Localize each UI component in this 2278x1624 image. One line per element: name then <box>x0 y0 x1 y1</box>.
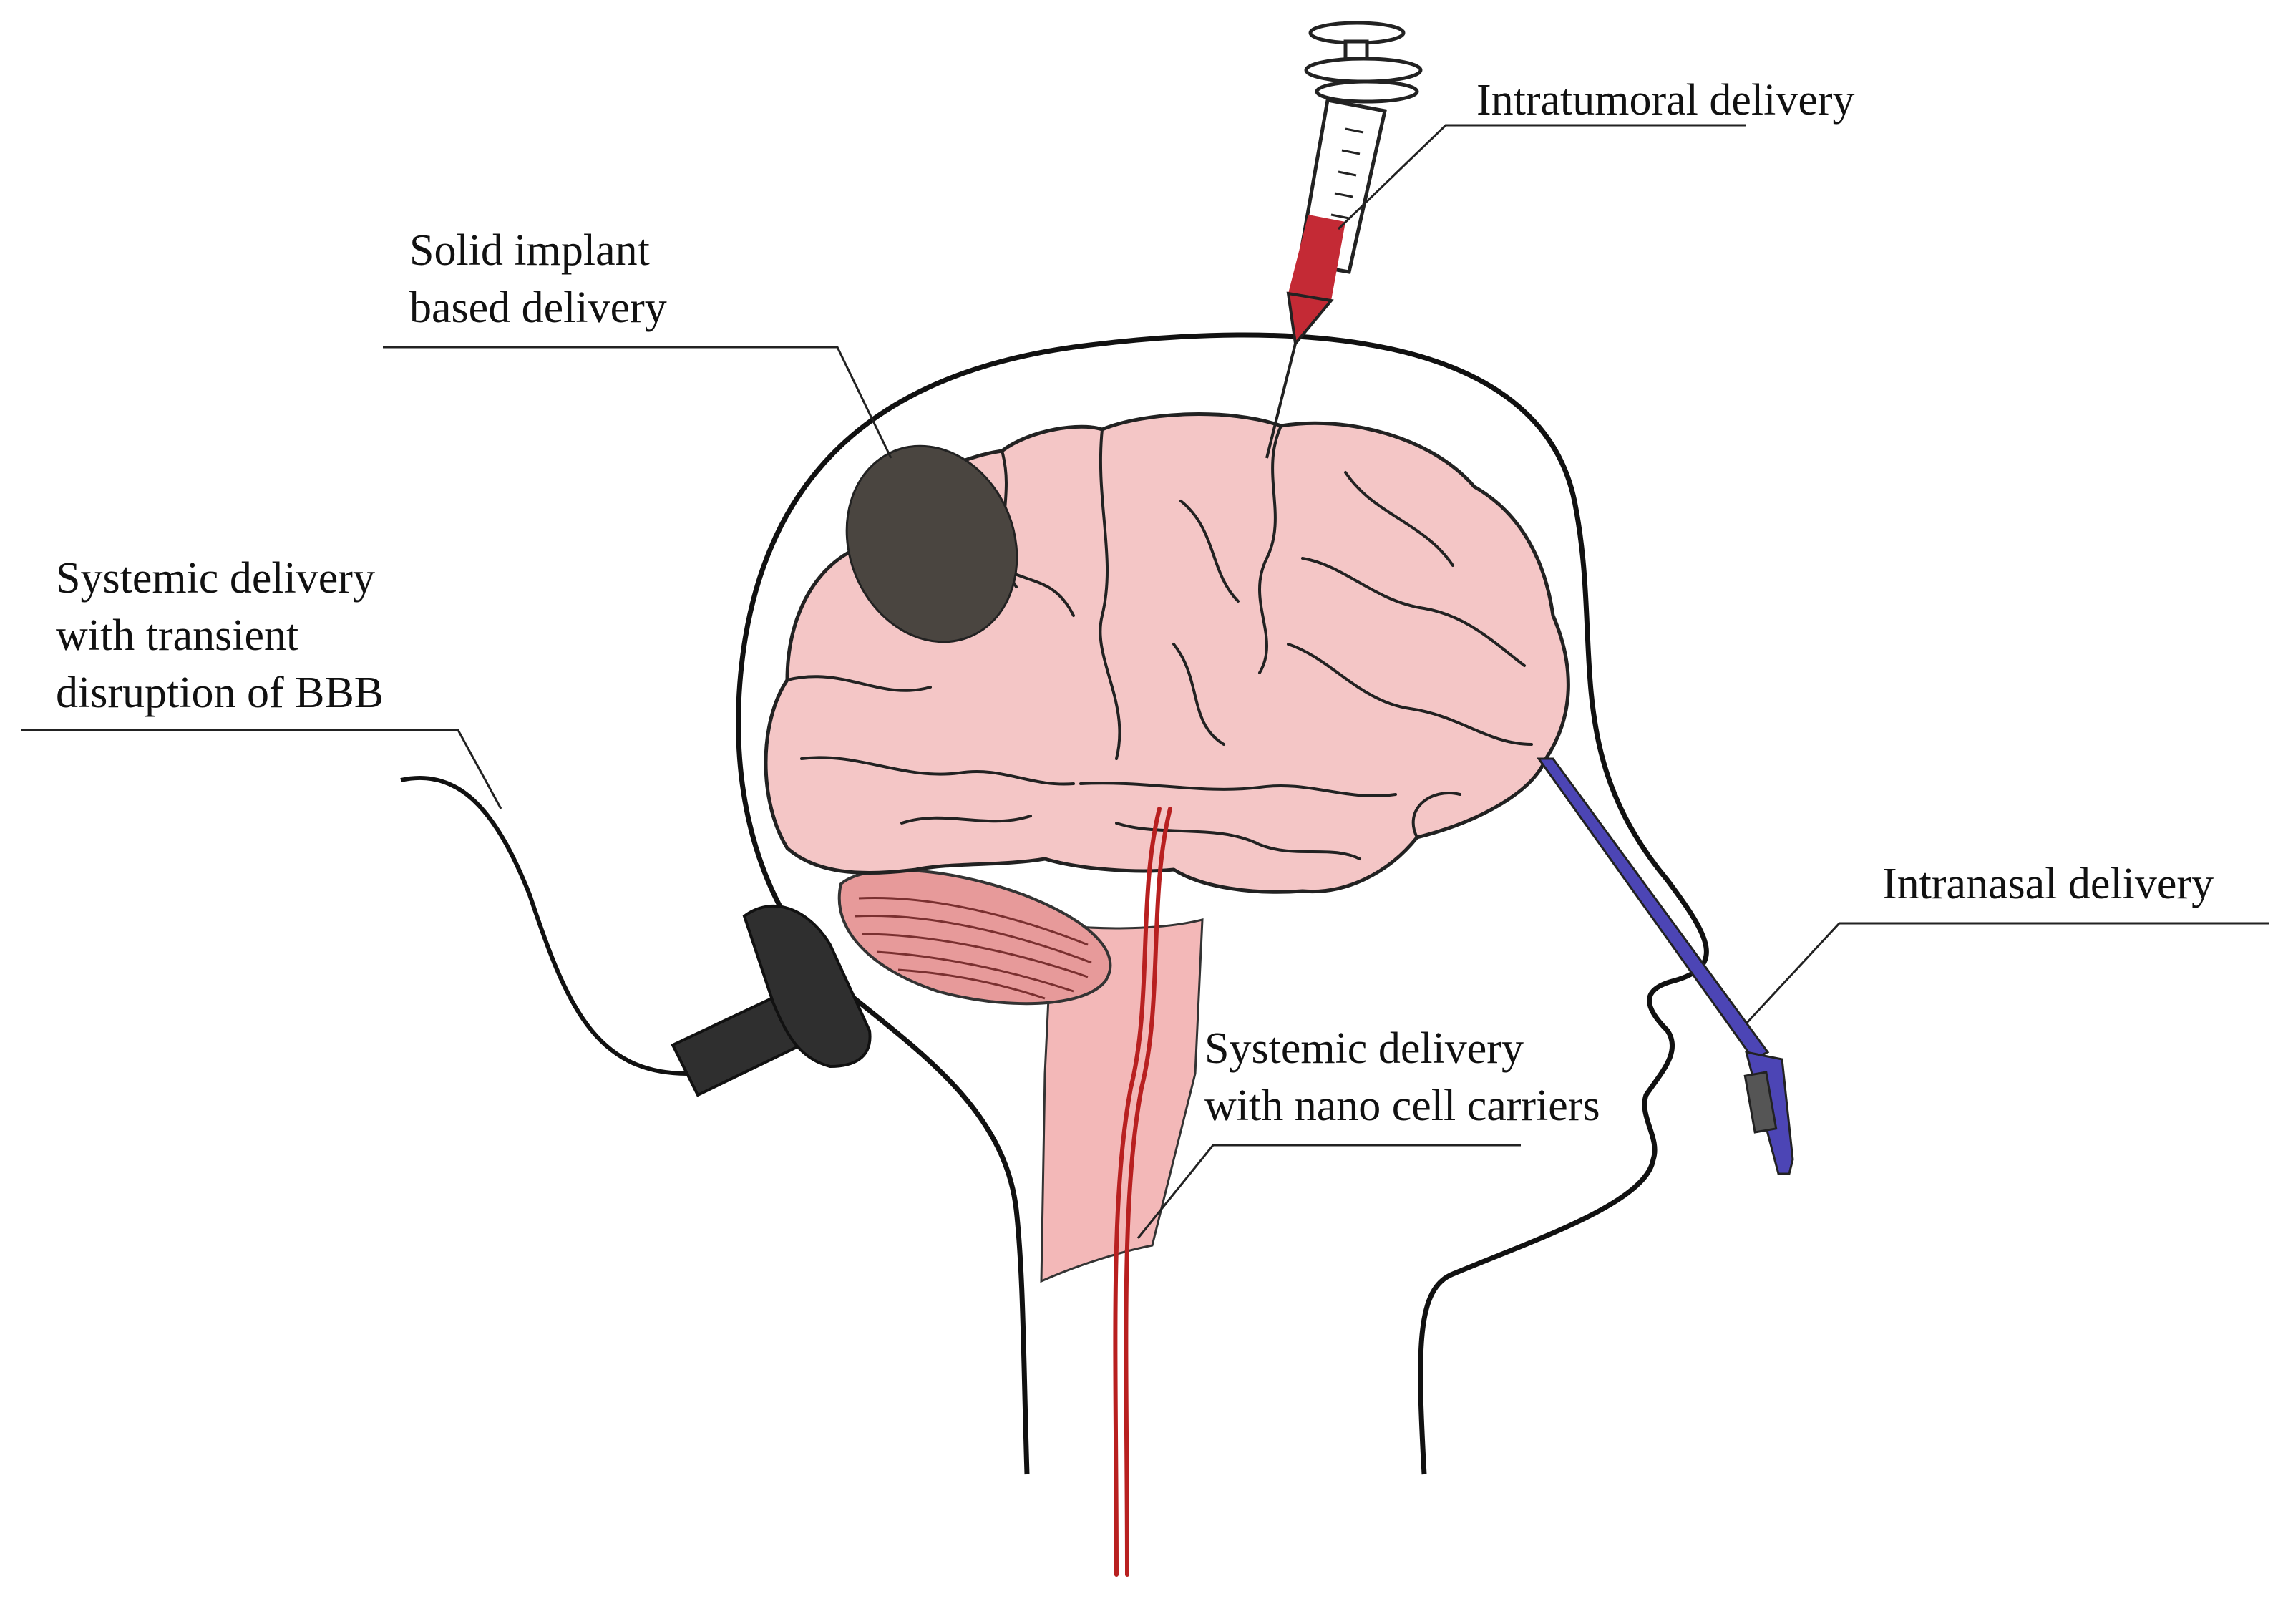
nasal-device <box>1537 757 1794 1175</box>
blood-vessel <box>1113 807 1172 1577</box>
label-systemic-nano-line2: with nano cell carriers <box>1204 1081 1600 1130</box>
label-intranasal-line1: Intranasal delivery <box>1882 860 2214 908</box>
label-systemic-nano: Systemic delivery with nano cell carrier… <box>1204 1020 1600 1134</box>
head-outline <box>736 332 1709 1475</box>
brain-sulci <box>786 424 1533 860</box>
leader-intratumoral <box>1337 124 1746 230</box>
leader-lines <box>21 124 2269 1239</box>
label-systemic-bbb-line2: with transient <box>56 611 299 660</box>
brainstem <box>1040 918 1204 1283</box>
label-systemic-bbb-line3: disruption of BBB <box>56 668 384 717</box>
label-systemic-bbb: Systemic delivery with transient disrupt… <box>56 550 384 721</box>
label-intratumoral: Intratumoral delivery <box>1476 72 1855 129</box>
label-intratumoral-line1: Intratumoral delivery <box>1476 76 1855 125</box>
cerebellum-folds <box>855 896 1092 1000</box>
label-implant-line2: based delivery <box>409 283 667 332</box>
leader-systemic-nano <box>1136 1144 1521 1239</box>
ultrasound-probe <box>400 775 872 1097</box>
syringe <box>1265 21 1423 459</box>
solid-implant <box>845 444 1018 643</box>
label-systemic-nano-line1: Systemic delivery <box>1204 1024 1524 1073</box>
label-implant: Solid implant based delivery <box>409 222 667 336</box>
label-implant-line1: Solid implant <box>409 226 650 275</box>
label-intranasal: Intranasal delivery <box>1882 855 2214 913</box>
leader-implant <box>383 346 892 459</box>
label-systemic-bbb-line1: Systemic delivery <box>56 554 375 603</box>
leader-intranasal <box>1745 922 2269 1025</box>
leader-systemic-bbb <box>21 729 502 809</box>
